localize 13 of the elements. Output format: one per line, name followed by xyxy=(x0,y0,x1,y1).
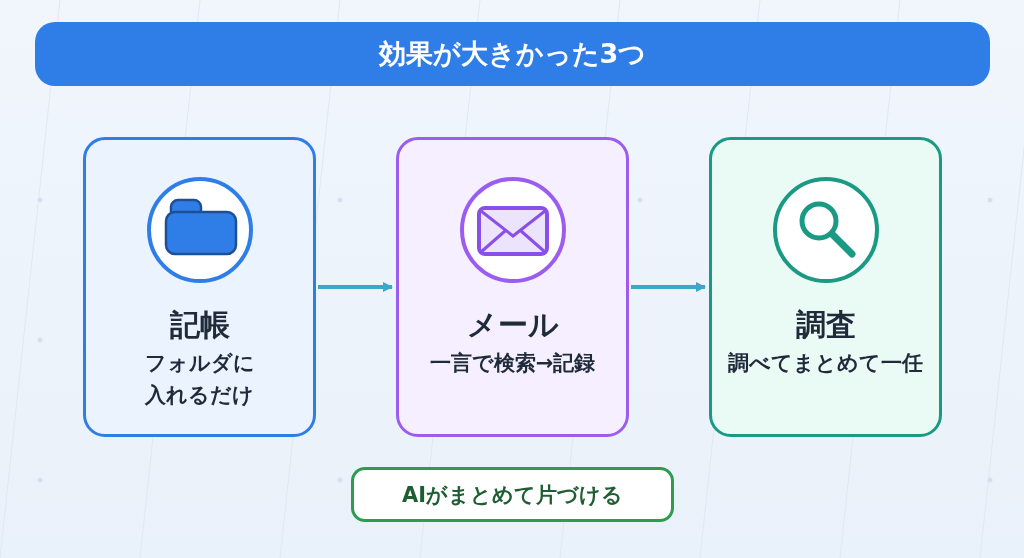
feature-card xyxy=(83,137,316,437)
card-heading: メール xyxy=(466,307,559,342)
card-heading: 記帳 xyxy=(169,307,230,342)
feature-card xyxy=(709,137,942,437)
arrow xyxy=(318,282,393,292)
card-text: 調べてまとめて一任 xyxy=(727,350,924,377)
card-heading: 調査 xyxy=(795,307,856,342)
card-text: 一言で検索→記録 xyxy=(428,350,597,377)
card-text: フォルダに入れるだけ xyxy=(143,350,256,409)
title-banner: 効果が大きかった3つ xyxy=(35,22,990,86)
arrow xyxy=(631,282,706,292)
feature-card xyxy=(396,137,629,437)
summary-label: AIがまとめて片づける xyxy=(351,467,674,522)
